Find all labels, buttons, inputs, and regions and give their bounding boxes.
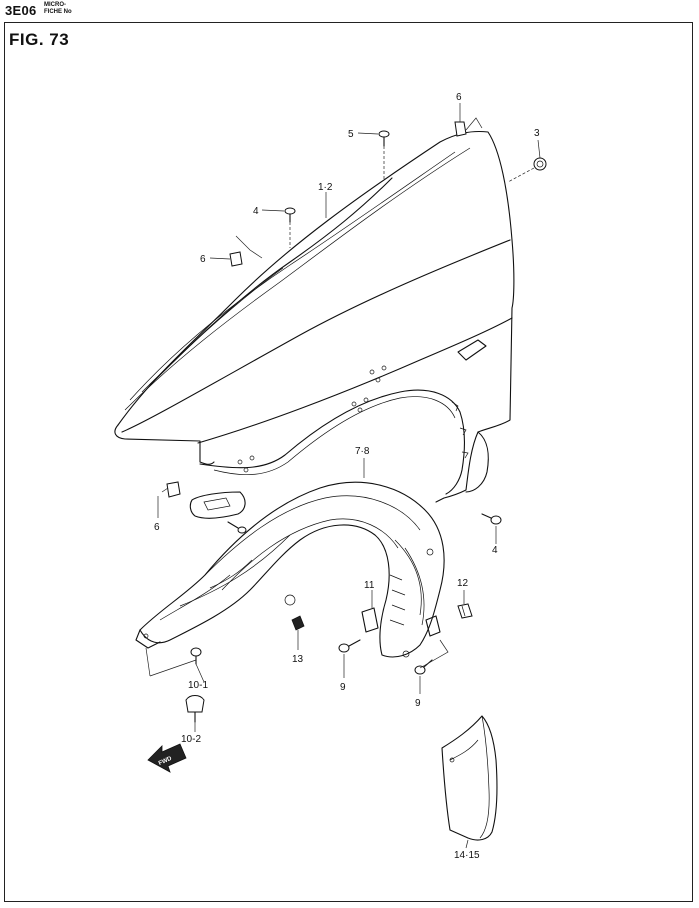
screw-5-icon <box>378 130 390 147</box>
screw-9-left-icon <box>338 639 361 653</box>
callout-10-2: 10-2 <box>181 734 201 745</box>
fwd-label: FWD <box>158 756 174 767</box>
callout-5: 5 <box>348 129 354 140</box>
screw-4-top-icon <box>284 207 296 223</box>
mud-flap <box>441 715 498 841</box>
bolt-front-icon <box>227 521 247 534</box>
fiche-label-line1: MICRO- <box>44 2 66 8</box>
callout-4-right: 4 <box>492 545 498 556</box>
callout-11: 11 <box>364 580 375 591</box>
figure-frame <box>4 22 693 902</box>
figure-title: FIG. 73 <box>9 30 70 49</box>
push-clip-10-2-icon <box>185 695 205 723</box>
clip-13-icon <box>291 615 305 631</box>
callout-6-left-lower: 6 <box>154 522 160 533</box>
bolt-10-1-icon <box>190 647 202 665</box>
callout-13: 13 <box>292 654 304 665</box>
fiche-code: 3E06 <box>5 3 37 18</box>
callout-10-1: 10-1 <box>188 680 208 691</box>
forward-arrow-icon: FWD <box>147 743 187 773</box>
leader-lines <box>145 103 541 849</box>
grommet-3-icon <box>533 157 547 171</box>
callout-9-left: 9 <box>340 682 346 693</box>
callout-7-8: 7·8 <box>355 446 370 457</box>
screw-9-right-icon <box>414 659 433 675</box>
fiche-label-line2: FICHE No <box>44 9 72 15</box>
callout-4-top: 4 <box>253 206 259 217</box>
callout-6-left-upper: 6 <box>200 254 206 265</box>
clip-6-left-upper-icon <box>229 251 243 267</box>
callout-3: 3 <box>534 128 540 139</box>
clip-6-left-lower-icon <box>166 481 181 498</box>
fender-liner <box>135 481 445 658</box>
callout-labels: 1·2 3 4 4 5 6 6 6 7·8 11 12 13 9 9 10-1 … <box>154 92 540 861</box>
callout-14-15: 14·15 <box>454 850 480 861</box>
callout-12: 12 <box>457 578 469 589</box>
callout-1-2: 1·2 <box>318 182 333 193</box>
callout-9-right: 9 <box>415 698 421 709</box>
screw-4-right-icon <box>481 513 502 525</box>
fiche-label: MICRO- FICHE No <box>44 2 72 16</box>
clip-12-icon <box>457 603 473 619</box>
fender-panel <box>114 130 515 519</box>
clip-6-top-icon <box>454 121 467 137</box>
callout-6-top: 6 <box>456 92 462 103</box>
